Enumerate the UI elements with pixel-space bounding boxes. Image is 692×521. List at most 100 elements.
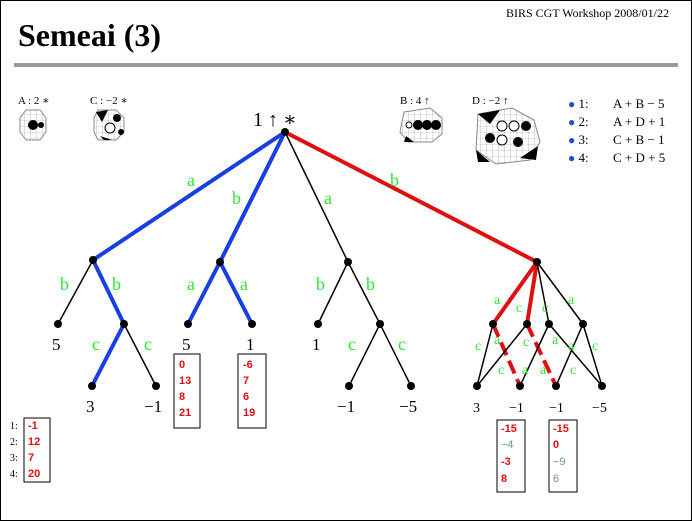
svg-text:-15: -15 bbox=[501, 423, 517, 435]
svg-text:4:: 4: bbox=[10, 469, 18, 480]
svg-text:a: a bbox=[568, 339, 575, 354]
root-value: 1 ↑ ∗ bbox=[253, 109, 297, 131]
position-c-label: C : −2 ∗ bbox=[90, 95, 128, 107]
svg-text:−5: −5 bbox=[592, 401, 607, 416]
svg-text:3:: 3: bbox=[10, 453, 18, 464]
svg-text:1: 1 bbox=[246, 335, 255, 354]
svg-text:1: 1 bbox=[312, 335, 321, 354]
go-position-a-thumbnail: A : 2 ∗ bbox=[18, 95, 50, 141]
svg-text:3: 3 bbox=[473, 401, 480, 416]
bullet-icon: ● bbox=[568, 115, 576, 129]
svg-text:3: 3 bbox=[86, 397, 95, 416]
score-box-right-1: -15 −4 -3 8 bbox=[496, 419, 526, 493]
svg-text:b: b bbox=[232, 188, 241, 208]
equation-expr: C + D + 5 bbox=[613, 150, 666, 165]
tree-nodes bbox=[54, 128, 606, 390]
svg-text:−4: −4 bbox=[501, 439, 514, 451]
svg-text:c: c bbox=[498, 363, 504, 378]
title-rule bbox=[14, 63, 678, 67]
score-box-left: 1: 2: 3: 4: -1 12 7 20 bbox=[10, 417, 51, 483]
equation-label: 2: bbox=[578, 114, 589, 129]
svg-text:2:: 2: bbox=[10, 437, 18, 448]
svg-text:c: c bbox=[92, 334, 100, 354]
equation-3: ● 3: C + B − 1 bbox=[568, 132, 665, 148]
score-box-mid: -6 7 6 19 bbox=[237, 353, 267, 429]
svg-text:a: a bbox=[494, 293, 501, 308]
position-d-label: D : −2 ↑ bbox=[472, 95, 508, 107]
svg-text:-1: -1 bbox=[28, 420, 38, 432]
svg-text:0: 0 bbox=[553, 439, 559, 451]
svg-text:5: 5 bbox=[52, 335, 61, 354]
svg-text:c: c bbox=[348, 334, 356, 354]
score-box-mid-left: 0 13 8 21 bbox=[173, 353, 201, 429]
svg-text:5: 5 bbox=[182, 335, 191, 354]
svg-text:b: b bbox=[390, 170, 399, 190]
svg-text:c: c bbox=[144, 334, 152, 354]
svg-text:b: b bbox=[112, 274, 121, 294]
edge-root-right bbox=[284, 130, 538, 264]
svg-text:a: a bbox=[187, 274, 195, 294]
edge-root-left bbox=[91, 130, 287, 262]
equation-4: ● 4: C + D + 5 bbox=[568, 150, 665, 166]
svg-text:7: 7 bbox=[28, 452, 34, 464]
edge-root-midleft bbox=[218, 131, 287, 263]
position-a-label: A : 2 ∗ bbox=[18, 95, 50, 107]
slide-title: Semeai (3) bbox=[18, 17, 162, 53]
equation-expr: A + D + 1 bbox=[613, 114, 666, 129]
svg-text:c: c bbox=[516, 301, 522, 316]
svg-text:−1: −1 bbox=[144, 397, 162, 416]
move-labels: a b a b b b a a b b c c c c a c c a c a … bbox=[60, 170, 598, 378]
equation-label: 4: bbox=[578, 150, 589, 165]
svg-text:−5: −5 bbox=[399, 397, 417, 416]
svg-text:21: 21 bbox=[179, 407, 191, 419]
go-position-c-thumbnail: C : −2 ∗ bbox=[90, 95, 128, 141]
svg-text:−1: −1 bbox=[509, 401, 524, 416]
svg-text:c: c bbox=[592, 339, 598, 354]
equation-expr: C + B − 1 bbox=[613, 132, 665, 147]
svg-text:−1: −1 bbox=[337, 397, 355, 416]
position-b-label: B : 4 ↑ bbox=[400, 95, 430, 107]
svg-text:a: a bbox=[240, 274, 248, 294]
svg-text:a: a bbox=[540, 363, 547, 378]
equation-2: ● 2: A + D + 1 bbox=[568, 114, 665, 130]
leaf-values-small: 3 −1 −1 −5 bbox=[473, 401, 607, 416]
svg-text:a: a bbox=[522, 363, 529, 378]
svg-text:c: c bbox=[542, 301, 548, 316]
svg-text:7: 7 bbox=[243, 375, 249, 387]
svg-text:b: b bbox=[316, 274, 325, 294]
svg-text:b: b bbox=[366, 274, 375, 294]
go-position-b-thumbnail: B : 4 ↑ bbox=[399, 95, 443, 143]
leaf-values: 5 5 1 1 3 −1 −1 −5 bbox=[52, 335, 417, 416]
bullet-icon: ● bbox=[568, 97, 576, 111]
svg-text:a: a bbox=[552, 333, 559, 348]
equation-expr: A + B − 5 bbox=[613, 96, 665, 111]
svg-text:a: a bbox=[324, 188, 332, 208]
svg-text:a: a bbox=[494, 333, 501, 348]
svg-text:1:: 1: bbox=[10, 421, 18, 432]
bullet-icon: ● bbox=[568, 151, 576, 165]
svg-text:c: c bbox=[475, 339, 481, 354]
svg-text:12: 12 bbox=[28, 436, 40, 448]
svg-text:a: a bbox=[568, 293, 575, 308]
svg-text:c: c bbox=[523, 335, 529, 350]
svg-text:6: 6 bbox=[553, 473, 559, 485]
svg-text:c: c bbox=[570, 363, 576, 378]
svg-text:8: 8 bbox=[501, 473, 507, 485]
score-box-right-2: -15 0 −9 6 bbox=[548, 419, 578, 493]
svg-text:-6: -6 bbox=[243, 359, 253, 371]
svg-text:c: c bbox=[398, 334, 406, 354]
svg-text:8: 8 bbox=[179, 391, 185, 403]
equation-label: 3: bbox=[578, 132, 589, 147]
svg-text:b: b bbox=[60, 274, 69, 294]
svg-text:6: 6 bbox=[243, 391, 249, 403]
svg-text:-3: -3 bbox=[501, 456, 511, 468]
edge-root-midright bbox=[284, 131, 349, 263]
bullet-icon: ● bbox=[568, 133, 576, 147]
svg-text:13: 13 bbox=[179, 375, 191, 387]
svg-text:a: a bbox=[187, 170, 195, 190]
svg-text:0: 0 bbox=[179, 359, 185, 371]
equation-1: ● 1: A + B − 5 bbox=[568, 96, 665, 112]
svg-text:−9: −9 bbox=[553, 456, 566, 468]
